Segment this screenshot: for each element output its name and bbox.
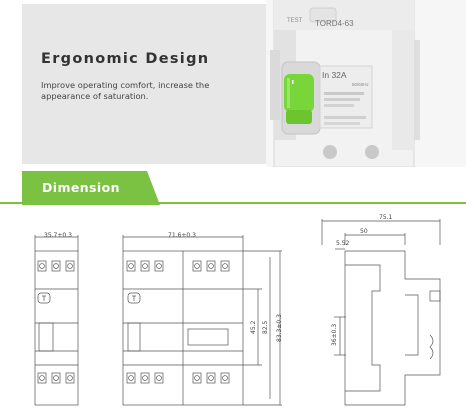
feature-panel	[22, 4, 267, 164]
photo-model-label: TORD4-63	[315, 19, 354, 28]
dimension-drawing	[34, 219, 441, 406]
photo-frequency-label: 50/60Hz	[352, 82, 369, 87]
section-banner	[0, 171, 466, 205]
dim-four-width: 71.6±0.3	[168, 232, 196, 239]
breaker-photo	[266, 0, 466, 167]
dim-side-step: 5.52	[336, 240, 350, 247]
section-title: Dimension	[42, 180, 120, 195]
side-view	[321, 219, 441, 406]
dim-height-mid: 82.5	[262, 320, 269, 334]
photo-rating-label: In 32A	[322, 70, 347, 80]
dim-side-rail: 36±0.3	[331, 323, 338, 346]
green-lever-icon	[284, 74, 314, 124]
dim-side-depth-inner: 50	[360, 228, 368, 235]
feature-title: Ergonomic Design	[41, 51, 210, 67]
dim-height-total: 83.3±0.3	[276, 314, 283, 342]
dim-height-inner: 45.2	[250, 320, 257, 334]
dim-single-width: 35.7±0.3	[44, 232, 72, 239]
feature-description: Improve operating comfort, increase the …	[41, 80, 210, 101]
single-module-view	[34, 235, 79, 406]
four-module-view	[122, 235, 282, 406]
photo-test-label: TEST	[287, 18, 303, 24]
dim-side-depth: 75.1	[379, 214, 393, 221]
